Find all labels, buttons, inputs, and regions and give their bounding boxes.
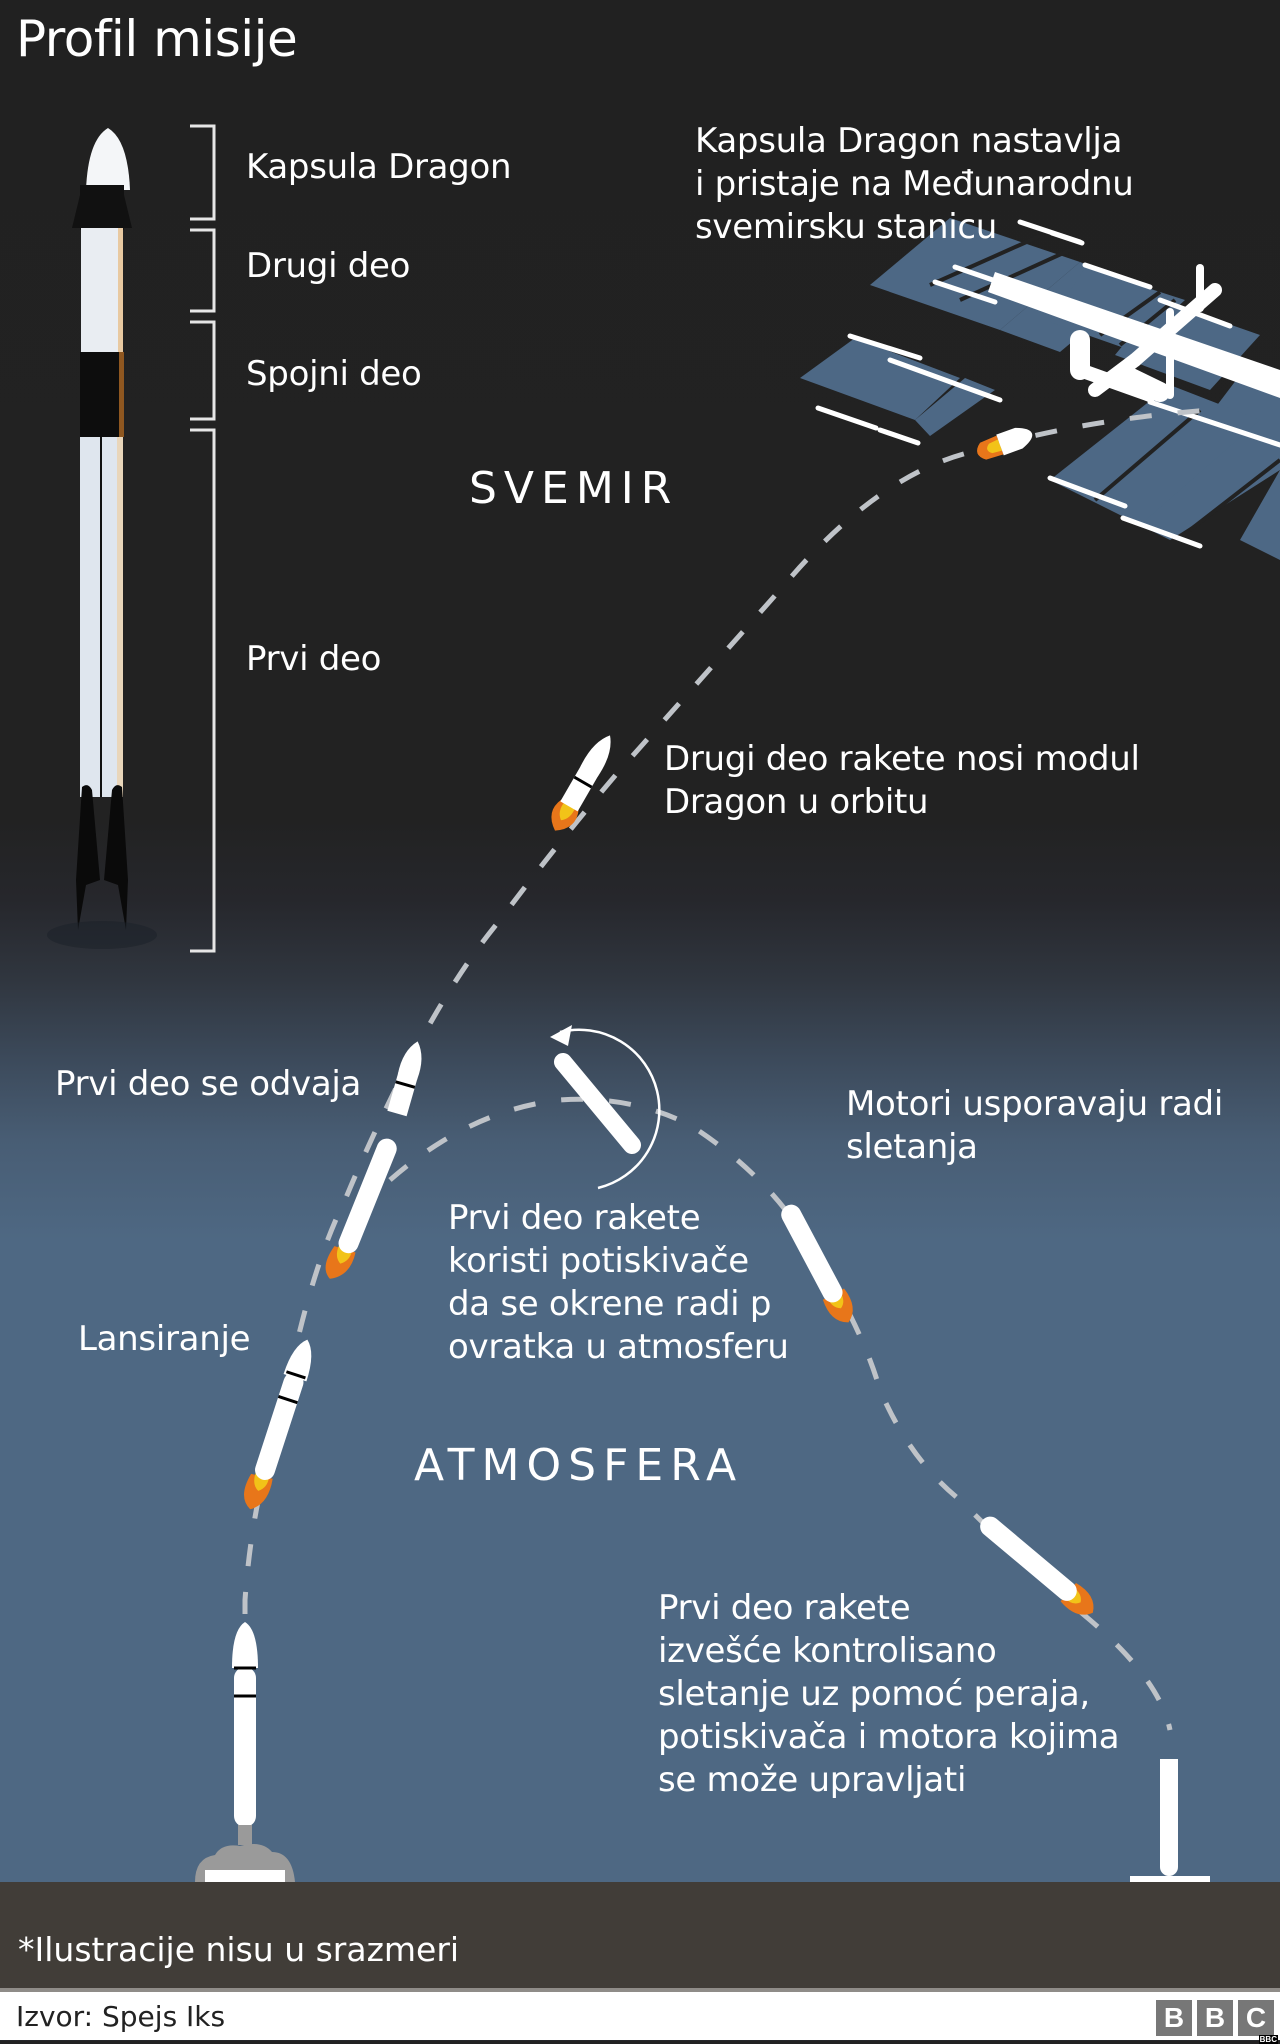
zone-label-space: SVEMIR	[469, 463, 679, 514]
reentry-burn-booster-icon	[781, 1204, 853, 1323]
page-title: Profil misije	[16, 10, 298, 68]
source-credit: Izvor: Spejs Iks	[16, 2000, 226, 2033]
label-second-stage: Drugi deo	[246, 246, 411, 286]
label-interstage: Spojni deo	[246, 354, 422, 394]
bbc-logo-letter: B	[1156, 2000, 1192, 2036]
label-dragon-capsule: Kapsula Dragon	[246, 147, 512, 187]
part-brackets	[190, 124, 216, 953]
step-second-stage-orbit: Drugi deo rakete nosi modul Dragon u orb…	[664, 739, 1140, 822]
step-launch: Lansiranje	[78, 1319, 251, 1359]
step-reentry-burn: Motori usporavaju radi sletanja	[846, 1084, 1223, 1167]
separated-second-stage-icon	[387, 1041, 422, 1117]
footer-bar: Izvor: Spejs Iks B B C BBC	[0, 1988, 1280, 2044]
mission-illustration	[47, 124, 1280, 1882]
landed-booster-icon	[1130, 1759, 1210, 1882]
zone-label-atmosphere: ATMOSFERA	[414, 1440, 744, 1491]
falcon9-rocket-illustration	[47, 128, 157, 949]
label-first-stage: Prvi deo	[246, 639, 382, 679]
scale-footnote: *Ilustracije nisu u srazmeri	[18, 1930, 460, 1969]
bbc-logo: B B C BBC	[1156, 2000, 1278, 2044]
step-landing: Prvi deo rakete izvešće kontrolisano sle…	[658, 1588, 1120, 1800]
separated-first-stage-icon	[325, 1138, 397, 1279]
trajectory-path	[242, 407, 1211, 1731]
rocket-on-launchpad-icon	[195, 1622, 295, 1882]
flip-maneuver-icon	[550, 1025, 661, 1190]
bbc-logo-letter: B	[1197, 2000, 1233, 2036]
iss-station-illustration	[800, 218, 1280, 560]
step-flip-maneuver: Prvi deo rakete koristi potiskivače da s…	[448, 1198, 789, 1367]
step-iss-docking: Kapsula Dragon nastavlja i pristaje na M…	[695, 121, 1134, 247]
ground-band	[0, 1882, 1280, 1988]
second-stage-rocket-icon	[551, 735, 611, 831]
bbc-logo-letter: C	[1238, 2000, 1274, 2036]
dragon-capsule-icon	[977, 427, 1033, 460]
landing-approach-booster-icon	[980, 1516, 1094, 1615]
step-stage-separation: Prvi deo se odvaja	[55, 1064, 362, 1104]
launching-rocket-icon	[244, 1339, 312, 1510]
